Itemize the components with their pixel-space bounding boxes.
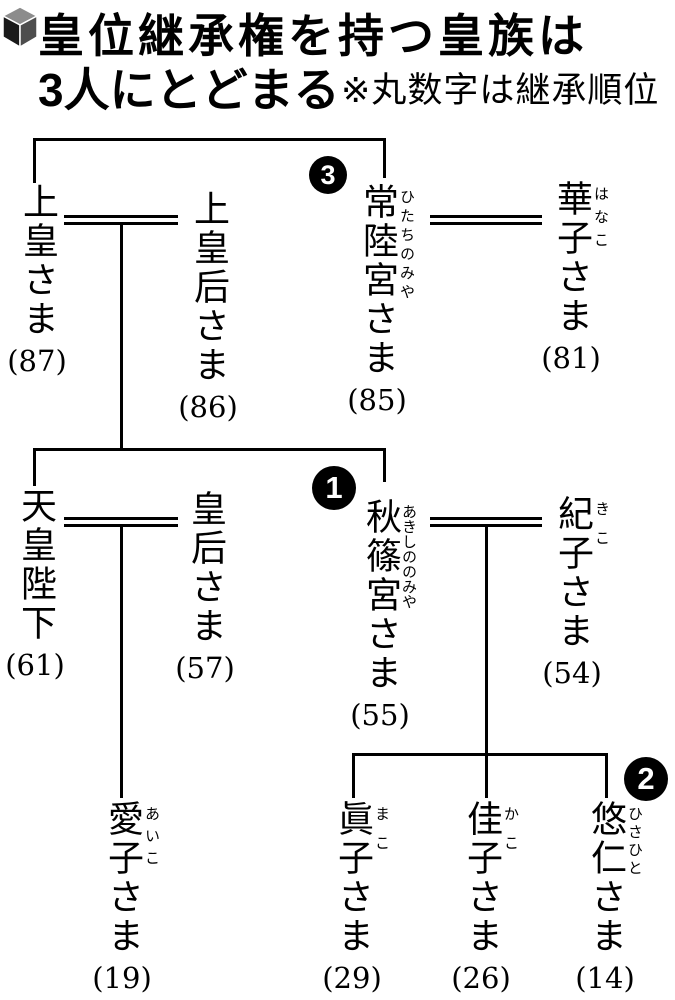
person-hisahito: 悠仁さま ひさひと (14) <box>575 800 644 995</box>
person-name: 眞子さま <box>332 800 373 956</box>
succession-badge-akishinonomiya: 1 <box>312 466 356 510</box>
drop-to-akishinonomiya <box>383 448 386 482</box>
person-name: 皇后さま <box>185 490 226 646</box>
person-tenno: 天皇陛下 (61) <box>5 487 65 682</box>
person-age: (19) <box>92 961 152 995</box>
person-furigana: はなこ <box>592 186 610 255</box>
person-furigana: きこ <box>593 501 611 559</box>
drop-to-joko <box>33 138 36 183</box>
legend-note: ※丸数字は継承順位 <box>341 71 660 110</box>
person-name: 天皇陛下 <box>15 487 56 643</box>
person-kogo: 皇后さま (57) <box>175 490 235 685</box>
descent-tenno-couple <box>120 526 123 798</box>
person-furigana: ひさひと <box>626 806 644 878</box>
drop-to-hisahito <box>605 753 608 798</box>
person-kiko: 紀子さま きこ (54) <box>542 495 611 690</box>
person-name: 秋篠宮さま <box>360 498 401 693</box>
page-title-line1: 皇位継承権を持つ皇族は <box>38 10 588 62</box>
person-name: 上皇さま <box>17 183 58 339</box>
person-hanako: 華子さま はなこ (81) <box>541 180 610 375</box>
person-age: (57) <box>175 651 235 685</box>
person-age: (61) <box>5 648 65 682</box>
person-name: 常陸宮さま <box>357 183 398 378</box>
drop-to-hitachinomiya <box>383 138 386 178</box>
person-name: 華子さま <box>551 180 592 336</box>
person-age: (87) <box>7 344 67 378</box>
sibling-bar-bottom <box>352 753 608 756</box>
person-age: (55) <box>350 698 410 732</box>
marriage-tenno-line2 <box>64 524 178 527</box>
cube-icon <box>2 6 38 48</box>
marriage-joko-line2 <box>64 222 178 225</box>
marriage-tenno-line1 <box>64 517 178 520</box>
succession-badge-hitachinomiya: 3 <box>309 156 347 194</box>
marriage-akishinonomiya-line2 <box>430 524 542 527</box>
descent-akishinonomiya-couple <box>485 526 488 798</box>
person-akishinonomiya: 秋篠宮さま あきしののみや (55) <box>350 498 418 732</box>
person-furigana: かこ <box>502 806 520 864</box>
person-hitachinomiya: 常陸宮さま ひたちのみや (85) <box>347 183 416 417</box>
person-furigana: あきしののみや <box>400 504 418 609</box>
succession-badge-hisahito: 2 <box>624 757 668 801</box>
person-furigana: あいこ <box>143 806 161 872</box>
person-joko: 上皇さま (87) <box>7 183 67 378</box>
person-mako: 眞子さま まこ (29) <box>322 800 391 995</box>
sibling-bar-top <box>33 138 386 141</box>
person-age: (54) <box>542 656 602 690</box>
person-name: 悠仁さま <box>585 800 626 956</box>
person-age: (14) <box>575 961 635 995</box>
marriage-hitachinomiya-line2 <box>430 222 542 225</box>
marriage-akishinonomiya-line1 <box>430 517 542 520</box>
person-name: 紀子さま <box>552 495 593 651</box>
page-title-line2: 3人にとどまる <box>38 64 340 116</box>
marriage-hitachinomiya-line1 <box>430 215 542 218</box>
person-age: (86) <box>178 390 238 424</box>
person-furigana: まこ <box>373 806 391 864</box>
person-furigana: ひたちのみや <box>398 189 416 303</box>
person-aiko: 愛子さま あいこ (19) <box>92 800 161 995</box>
person-age: (85) <box>347 383 407 417</box>
person-age: (29) <box>322 961 382 995</box>
drop-to-tenno <box>33 448 36 486</box>
descent-joko-couple <box>120 224 123 450</box>
marriage-joko-line1 <box>64 215 178 218</box>
person-jokogo: 上皇后さま (86) <box>178 190 238 424</box>
person-name: 佳子さま <box>461 800 502 956</box>
person-kako: 佳子さま かこ (26) <box>451 800 520 995</box>
person-name: 上皇后さま <box>188 190 229 385</box>
person-name: 愛子さま <box>102 800 143 956</box>
drop-to-mako <box>352 753 355 798</box>
person-age: (26) <box>451 961 511 995</box>
person-age: (81) <box>541 341 601 375</box>
sibling-bar-middle <box>33 448 386 451</box>
